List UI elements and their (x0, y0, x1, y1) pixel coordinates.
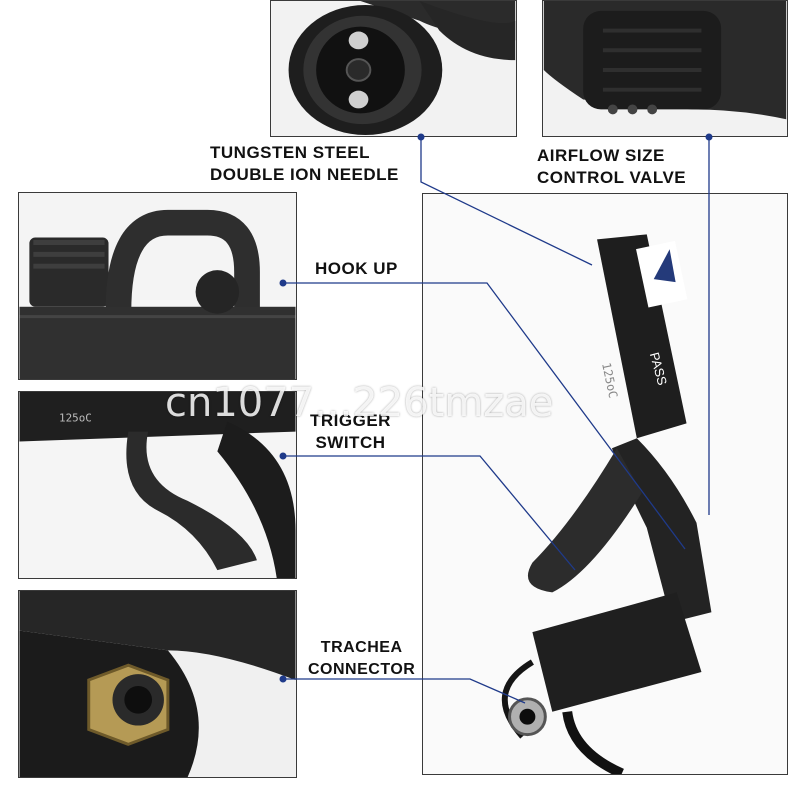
trigger-detail-image: 125oC (19, 392, 296, 578)
ion-gun-main-photo: PASS 125oC (422, 193, 788, 775)
needle-detail-image (271, 1, 516, 136)
connector-label: TRACHEA CONNECTOR (308, 639, 416, 678)
trigger-label: TRIGGER SWITCH (310, 411, 391, 452)
hook-label: HOOK UP (315, 259, 398, 278)
hook-detail-photo (18, 192, 297, 380)
valve-label: AIRFLOW SIZE CONTROL VALVE (537, 146, 687, 187)
connector-detail-image (19, 591, 296, 777)
ion-gun-main-image: PASS 125oC (423, 194, 787, 774)
needle-detail-photo (270, 0, 517, 137)
connector-detail-photo (18, 590, 297, 778)
trigger-tube-print: 125oC (59, 412, 92, 425)
hook-detail-image (19, 193, 296, 379)
needle-label: TUNGSTEN STEEL DOUBLE ION NEEDLE (210, 143, 399, 184)
valve-detail-image (543, 1, 787, 136)
trigger-detail-photo: 125oC (18, 391, 297, 579)
watermark-text: cn1077...226tmzae (165, 380, 554, 426)
valve-detail-photo (542, 0, 788, 137)
